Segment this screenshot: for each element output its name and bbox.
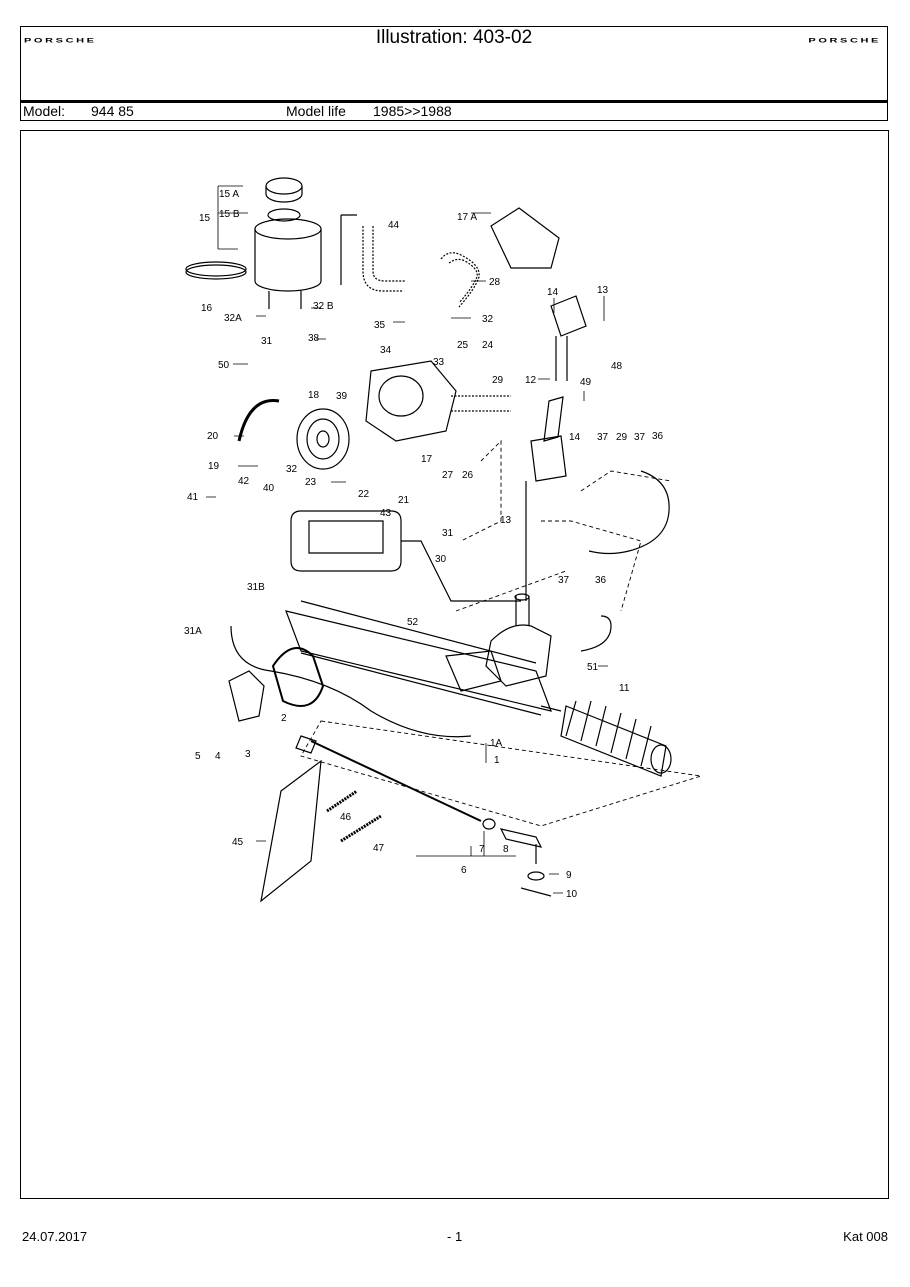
label-32-mid: 32 [286,464,298,475]
part-number-labels: 15 A 15 B 15 16 32A 32 B 44 17 A 28 35 3… [184,189,664,900]
label-39: 39 [336,391,348,402]
heat-shield-drawing [260,759,322,903]
label-47: 47 [373,843,385,854]
pump-drawing [365,360,511,442]
upper-hoses-drawing [362,226,480,308]
label-17: 17 [421,454,433,465]
label-51: 51 [587,662,599,673]
label-2: 2 [281,713,287,724]
label-16: 16 [201,303,213,314]
model-life-label: Model life [286,103,346,119]
footer-date: 24.07.2017 [22,1229,88,1244]
label-29-right: 29 [616,432,628,443]
label-13-mid: 13 [500,515,512,526]
label-12: 12 [525,375,537,386]
footer-catalog: Kat 008 [843,1229,888,1244]
illustration-frame: 15 A 15 B 15 16 32A 32 B 44 17 A 28 35 3… [20,130,889,1199]
bracket-17a-drawing [490,207,560,269]
model-row: Model: 944 85 Model life 1985>>1988 [21,103,887,120]
label-15: 15 [199,213,211,224]
label-1a: 1A [490,738,503,749]
label-42: 42 [238,476,250,487]
label-24: 24 [482,340,494,351]
label-50: 50 [218,360,230,371]
label-26: 26 [462,470,474,481]
label-27: 27 [442,470,454,481]
leader-lines [206,185,608,894]
label-37-low: 37 [558,575,570,586]
label-10: 10 [566,889,578,900]
clamp-3-drawing [228,670,265,722]
model-value: 944 85 [91,103,134,119]
label-4: 4 [215,751,221,762]
footer-page-number: - 1 [447,1229,463,1244]
label-14-top: 14 [547,287,559,298]
label-15b: 15 B [219,209,240,220]
exploded-parts-diagram: 15 A 15 B 15 16 32A 32 B 44 17 A 28 35 3… [184,177,702,903]
label-33: 33 [433,357,445,368]
porsche-logo-right: PORSCHE [808,37,881,45]
label-40: 40 [263,483,275,494]
cooler-loop-drawing [290,510,521,602]
label-36-right: 36 [652,431,664,442]
porsche-logo-left: PORSCHE [24,37,97,45]
label-36-low: 36 [595,575,607,586]
model-label: Model: [23,103,66,119]
label-23: 23 [305,477,317,488]
label-31a: 31A [184,626,202,637]
label-18: 18 [308,390,320,401]
label-35: 35 [374,320,386,331]
label-44: 44 [388,220,400,231]
label-37-right: 37 [597,432,609,443]
label-32-top: 32 [482,314,494,325]
label-21: 21 [398,495,410,506]
label-7: 7 [479,844,485,855]
label-25: 25 [457,340,469,351]
label-19: 19 [208,461,220,472]
steering-rack-drawing [285,593,562,716]
label-15a: 15 A [219,189,239,200]
label-38: 38 [308,333,320,344]
label-28: 28 [489,277,501,288]
label-48: 48 [611,361,623,372]
label-8: 8 [503,844,509,855]
label-20: 20 [207,431,219,442]
label-30: 30 [435,554,447,565]
model-life-value: 1985>>1988 [373,103,452,119]
pulley-drawing [296,408,350,470]
mount-2-drawing [271,647,325,707]
label-37-right-2: 37 [634,432,646,443]
label-9: 9 [566,870,572,881]
label-5: 5 [195,751,201,762]
label-3: 3 [245,749,251,760]
label-31: 31 [261,336,273,347]
label-31-mid: 31 [442,528,454,539]
reservoir-drawing [185,177,322,309]
label-34: 34 [380,345,392,356]
header-rule [21,100,887,103]
header-box: PORSCHE Illustration: 403-02 PORSCHE Mod… [20,26,888,121]
label-14-mid: 14 [569,432,581,443]
label-17a: 17 A [457,212,477,223]
dashed-leaders [300,439,702,827]
tie-rod-drawing [295,735,543,864]
label-31b: 31B [247,582,265,593]
label-22: 22 [358,489,370,500]
label-52: 52 [407,617,419,628]
steering-shaft-drawing [525,295,587,601]
label-49: 49 [580,377,592,388]
label-6: 6 [461,865,467,876]
page-title: Illustration: 403-02 [375,27,533,48]
label-11: 11 [619,683,630,694]
label-41: 41 [187,492,199,503]
bellows-drawing [560,700,672,777]
label-46: 46 [340,812,352,823]
label-29-top: 29 [492,375,504,386]
label-32a: 32A [224,313,242,324]
label-43: 43 [380,508,392,519]
label-1: 1 [494,755,500,766]
label-32b: 32 B [313,301,334,312]
label-45: 45 [232,837,244,848]
label-13-top: 13 [597,285,609,296]
